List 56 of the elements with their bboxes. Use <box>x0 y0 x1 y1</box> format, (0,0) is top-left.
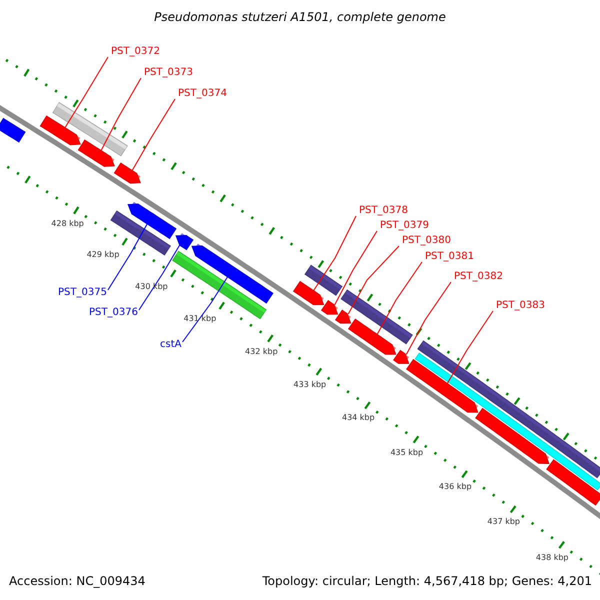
gene-feature <box>546 459 600 506</box>
gene-feature <box>128 202 177 240</box>
leader-line <box>64 56 108 128</box>
gene-label: PST_0378 <box>359 205 408 217</box>
gene-feature <box>78 139 115 167</box>
scale-label: 436 kbp <box>438 482 472 492</box>
scale-label: 435 kbp <box>390 448 424 458</box>
leader-line <box>334 230 378 306</box>
gene-label: PST_0376 <box>89 307 138 319</box>
gene-feature <box>406 358 478 413</box>
accession-text: Accession: NC_009434 <box>9 574 146 588</box>
leader-line <box>446 310 494 384</box>
gene-feature <box>0 118 26 143</box>
gene-label: cstA <box>160 339 182 351</box>
gene-feature <box>175 233 194 250</box>
gene-feature <box>292 280 324 306</box>
gene-feature <box>320 300 338 315</box>
gene-feature <box>475 408 550 464</box>
leader-line <box>406 282 452 355</box>
scale-label: 432 kbp <box>245 346 278 357</box>
gene-label: PST_0372 <box>111 46 160 58</box>
scale-label: 431 kbp <box>184 314 216 324</box>
scale-label: 430 kbp <box>135 282 168 292</box>
leader-line <box>100 78 142 151</box>
gene-feature <box>340 289 413 344</box>
leader-line <box>132 98 176 171</box>
gene-label: PST_0382 <box>454 271 503 283</box>
leader-line <box>376 262 422 335</box>
gene-label: PST_0381 <box>425 251 474 263</box>
gene-label: PST_0383 <box>496 300 545 312</box>
leader-line <box>138 244 180 310</box>
leader-line <box>107 224 148 290</box>
gene-feature <box>114 162 141 184</box>
gene-label: PST_0380 <box>402 235 451 247</box>
map-title: Pseudomonas stutzeri A1501, complete genome <box>153 10 447 24</box>
scale-label: 437 kbp <box>487 517 520 528</box>
gene-feature <box>40 115 81 146</box>
gene-feature <box>334 310 352 324</box>
leader-line <box>182 276 228 342</box>
gene-label: PST_0375 <box>58 287 107 299</box>
leader-line <box>313 216 356 291</box>
scale-label: 433 kbp <box>294 380 326 390</box>
scale-label: 438 kbp <box>536 552 568 563</box>
gene-feature <box>304 264 343 296</box>
gene-feature <box>348 318 396 355</box>
scale-label: 434 kbp <box>342 413 375 424</box>
gene-label: PST_0374 <box>178 88 227 100</box>
gene-feature <box>191 244 274 304</box>
gene-feature <box>393 350 410 364</box>
leader-line <box>348 246 400 315</box>
gene-feature <box>52 102 128 156</box>
scale-label: 428 kbp <box>51 218 84 229</box>
gene-label: PST_0373 <box>144 67 193 79</box>
gene-label: PST_0379 <box>380 220 429 232</box>
genome-info-text: Topology: circular; Length: 4,567,418 bp; Genes: 4,201 <box>262 574 592 588</box>
scale-label: 429 kbp <box>86 250 120 260</box>
